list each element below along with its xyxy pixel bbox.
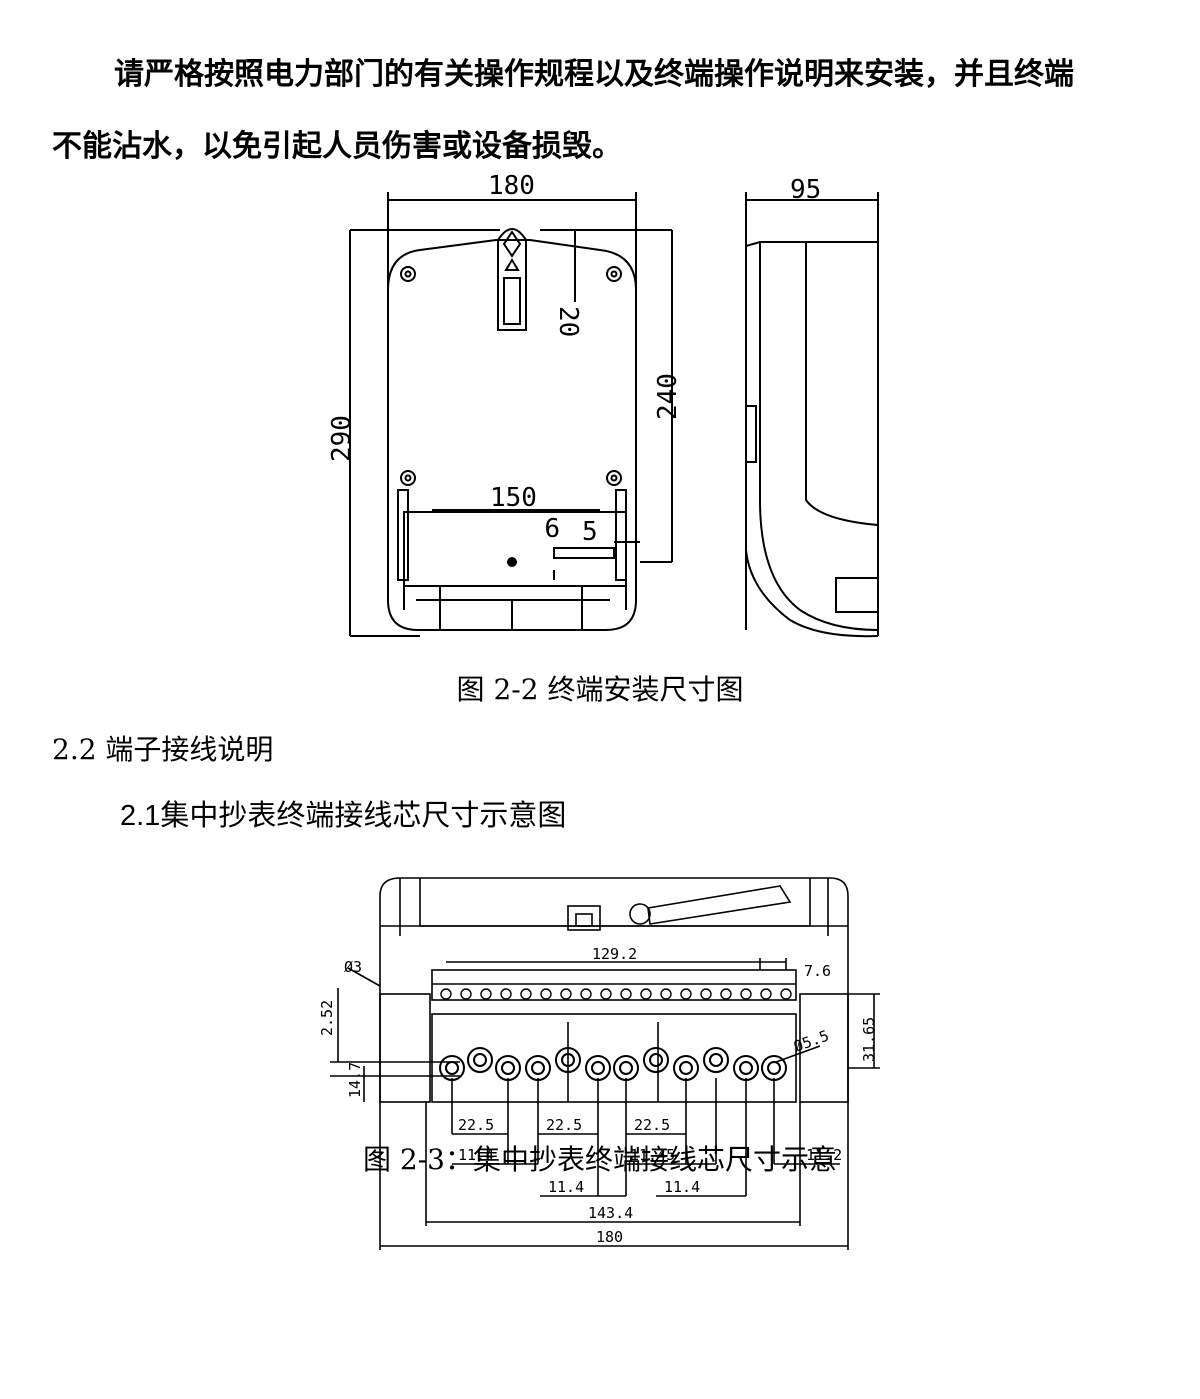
terminal-wiring-dimension-drawing: 129.2 7.6 Ø3 2.52 31.65 Ø5.5 14.7 22.5 2… xyxy=(318,877,880,1250)
dim-22-5-c: 22.5 xyxy=(634,1116,670,1134)
dim-hole-3: Ø3 xyxy=(344,958,362,976)
dim-180-top: 180 xyxy=(488,171,535,201)
dim-9: 9 xyxy=(544,511,560,541)
dim-22-5-b: 22.5 xyxy=(546,1116,582,1134)
dim-290: 290 xyxy=(327,415,357,462)
intro-paragraph: 请严格按照电力部门的有关操作规程以及终端操作说明来安装，并且终端 不能沾水，以免… xyxy=(52,46,1162,176)
dim-22-5-a: 22.5 xyxy=(458,1116,494,1134)
section-heading: 2.2 端子接线说明 xyxy=(52,733,274,766)
figure-2-2-caption: 图 2-2 终端安装尺寸图 xyxy=(456,673,744,706)
dim-14-7: 14.7 xyxy=(346,1062,364,1098)
dim-143-4: 143.4 xyxy=(588,1204,633,1222)
intro-line-2: 不能沾水，以免引起人员伤害或设备损毁。 xyxy=(52,129,622,164)
dim-11-4-c: 11.4 xyxy=(664,1178,700,1196)
section-subheading: 2.1集中抄表终端接线芯尺寸示意图 xyxy=(120,800,567,832)
figure-2-3-caption: 图 2-3：集中抄表终端接线芯尺寸示意 xyxy=(363,1143,837,1176)
dim-2-52: 2.52 xyxy=(318,1000,336,1036)
installation-dimension-drawing: 180 95 20 290 240 150 9 5 xyxy=(327,171,879,638)
dim-31-65: 31.65 xyxy=(860,1017,878,1062)
dim-7-6: 7.6 xyxy=(804,962,831,980)
dim-129-2: 129.2 xyxy=(592,945,637,963)
dim-11-4-a: 11.4 xyxy=(458,1146,494,1164)
dim-11-4-b: 11.4 xyxy=(548,1178,584,1196)
dim-20: 20 xyxy=(553,306,583,337)
dim-hole-5-5: Ø5.5 xyxy=(791,1026,831,1055)
dim-150: 150 xyxy=(490,483,537,513)
dim-180-bottom: 180 xyxy=(596,1228,623,1246)
dim-95-side: 95 xyxy=(790,175,821,205)
dim-240: 240 xyxy=(653,373,683,420)
dim-5: 5 xyxy=(582,517,598,547)
dim-11-2: 11.2 xyxy=(806,1146,842,1164)
intro-line-1: 请严格按照电力部门的有关操作规程以及终端操作说明来安装，并且终端 xyxy=(114,57,1074,92)
dim-11-45: 11.45 xyxy=(630,1146,675,1164)
